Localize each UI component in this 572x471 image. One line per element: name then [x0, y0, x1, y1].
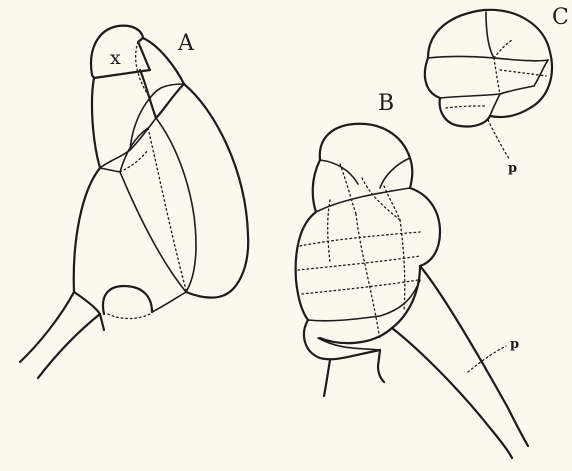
wall-a-6: [120, 172, 186, 292]
label-a: A: [177, 31, 195, 56]
dotted-c-4: [446, 106, 486, 108]
wall-c-4: [500, 86, 534, 94]
basal-cell-a: [103, 286, 152, 314]
dotted-b-3: [302, 280, 418, 294]
label-p-c: p: [508, 161, 517, 176]
cell-c-lower: [425, 58, 440, 98]
stalk-a-foot: [100, 314, 104, 330]
label-c: C: [552, 5, 569, 30]
cell-b-lower-right: [320, 266, 420, 343]
dotted-c-1: [494, 58, 500, 94]
wall-a-7: [100, 168, 120, 172]
stalk-b-center: [378, 350, 384, 382]
dotted-c-3: [494, 40, 512, 58]
label-p-b: p: [510, 337, 519, 352]
stalk-a-left-inner: [38, 292, 100, 378]
wall-c-3: [440, 94, 500, 98]
specimen-c: [425, 10, 552, 160]
stalk-a-left: [20, 292, 74, 362]
wall-a-4: [130, 118, 156, 150]
stalk-b-lower: [392, 328, 512, 458]
dotted-b-7: [328, 200, 330, 262]
cell-b-left: [296, 160, 320, 320]
cell-b-top: [320, 124, 413, 188]
cell-a-lower-left: [74, 168, 100, 292]
wall-c-1: [428, 57, 548, 61]
wall-a-3: [156, 118, 196, 292]
basal-cell-a-base: [108, 314, 150, 319]
cell-b-upper-right: [410, 188, 440, 266]
dotted-b-4: [356, 214, 380, 340]
cell-a-left-column: [92, 78, 100, 168]
wall-b-4: [308, 280, 420, 321]
label-x: x: [110, 47, 121, 69]
leader-c-p: [488, 120, 510, 160]
specimen-b: [296, 124, 528, 458]
cell-c-outer: [428, 10, 552, 117]
wall-c-6: [490, 94, 500, 116]
specimen-a: [20, 26, 248, 378]
wall-b-3: [380, 158, 410, 188]
basal-cell-a-right: [152, 292, 186, 312]
wall-c-5: [534, 60, 548, 86]
stalk-b-left: [324, 360, 330, 396]
wall-b-2: [320, 160, 358, 184]
stalk-b-upper: [420, 266, 528, 446]
cell-a-outer-wall: [184, 84, 248, 298]
wall-c-2: [486, 12, 494, 58]
dotted-b-2: [298, 256, 420, 270]
label-b: B: [378, 91, 394, 116]
cell-c-bottom: [440, 98, 490, 127]
